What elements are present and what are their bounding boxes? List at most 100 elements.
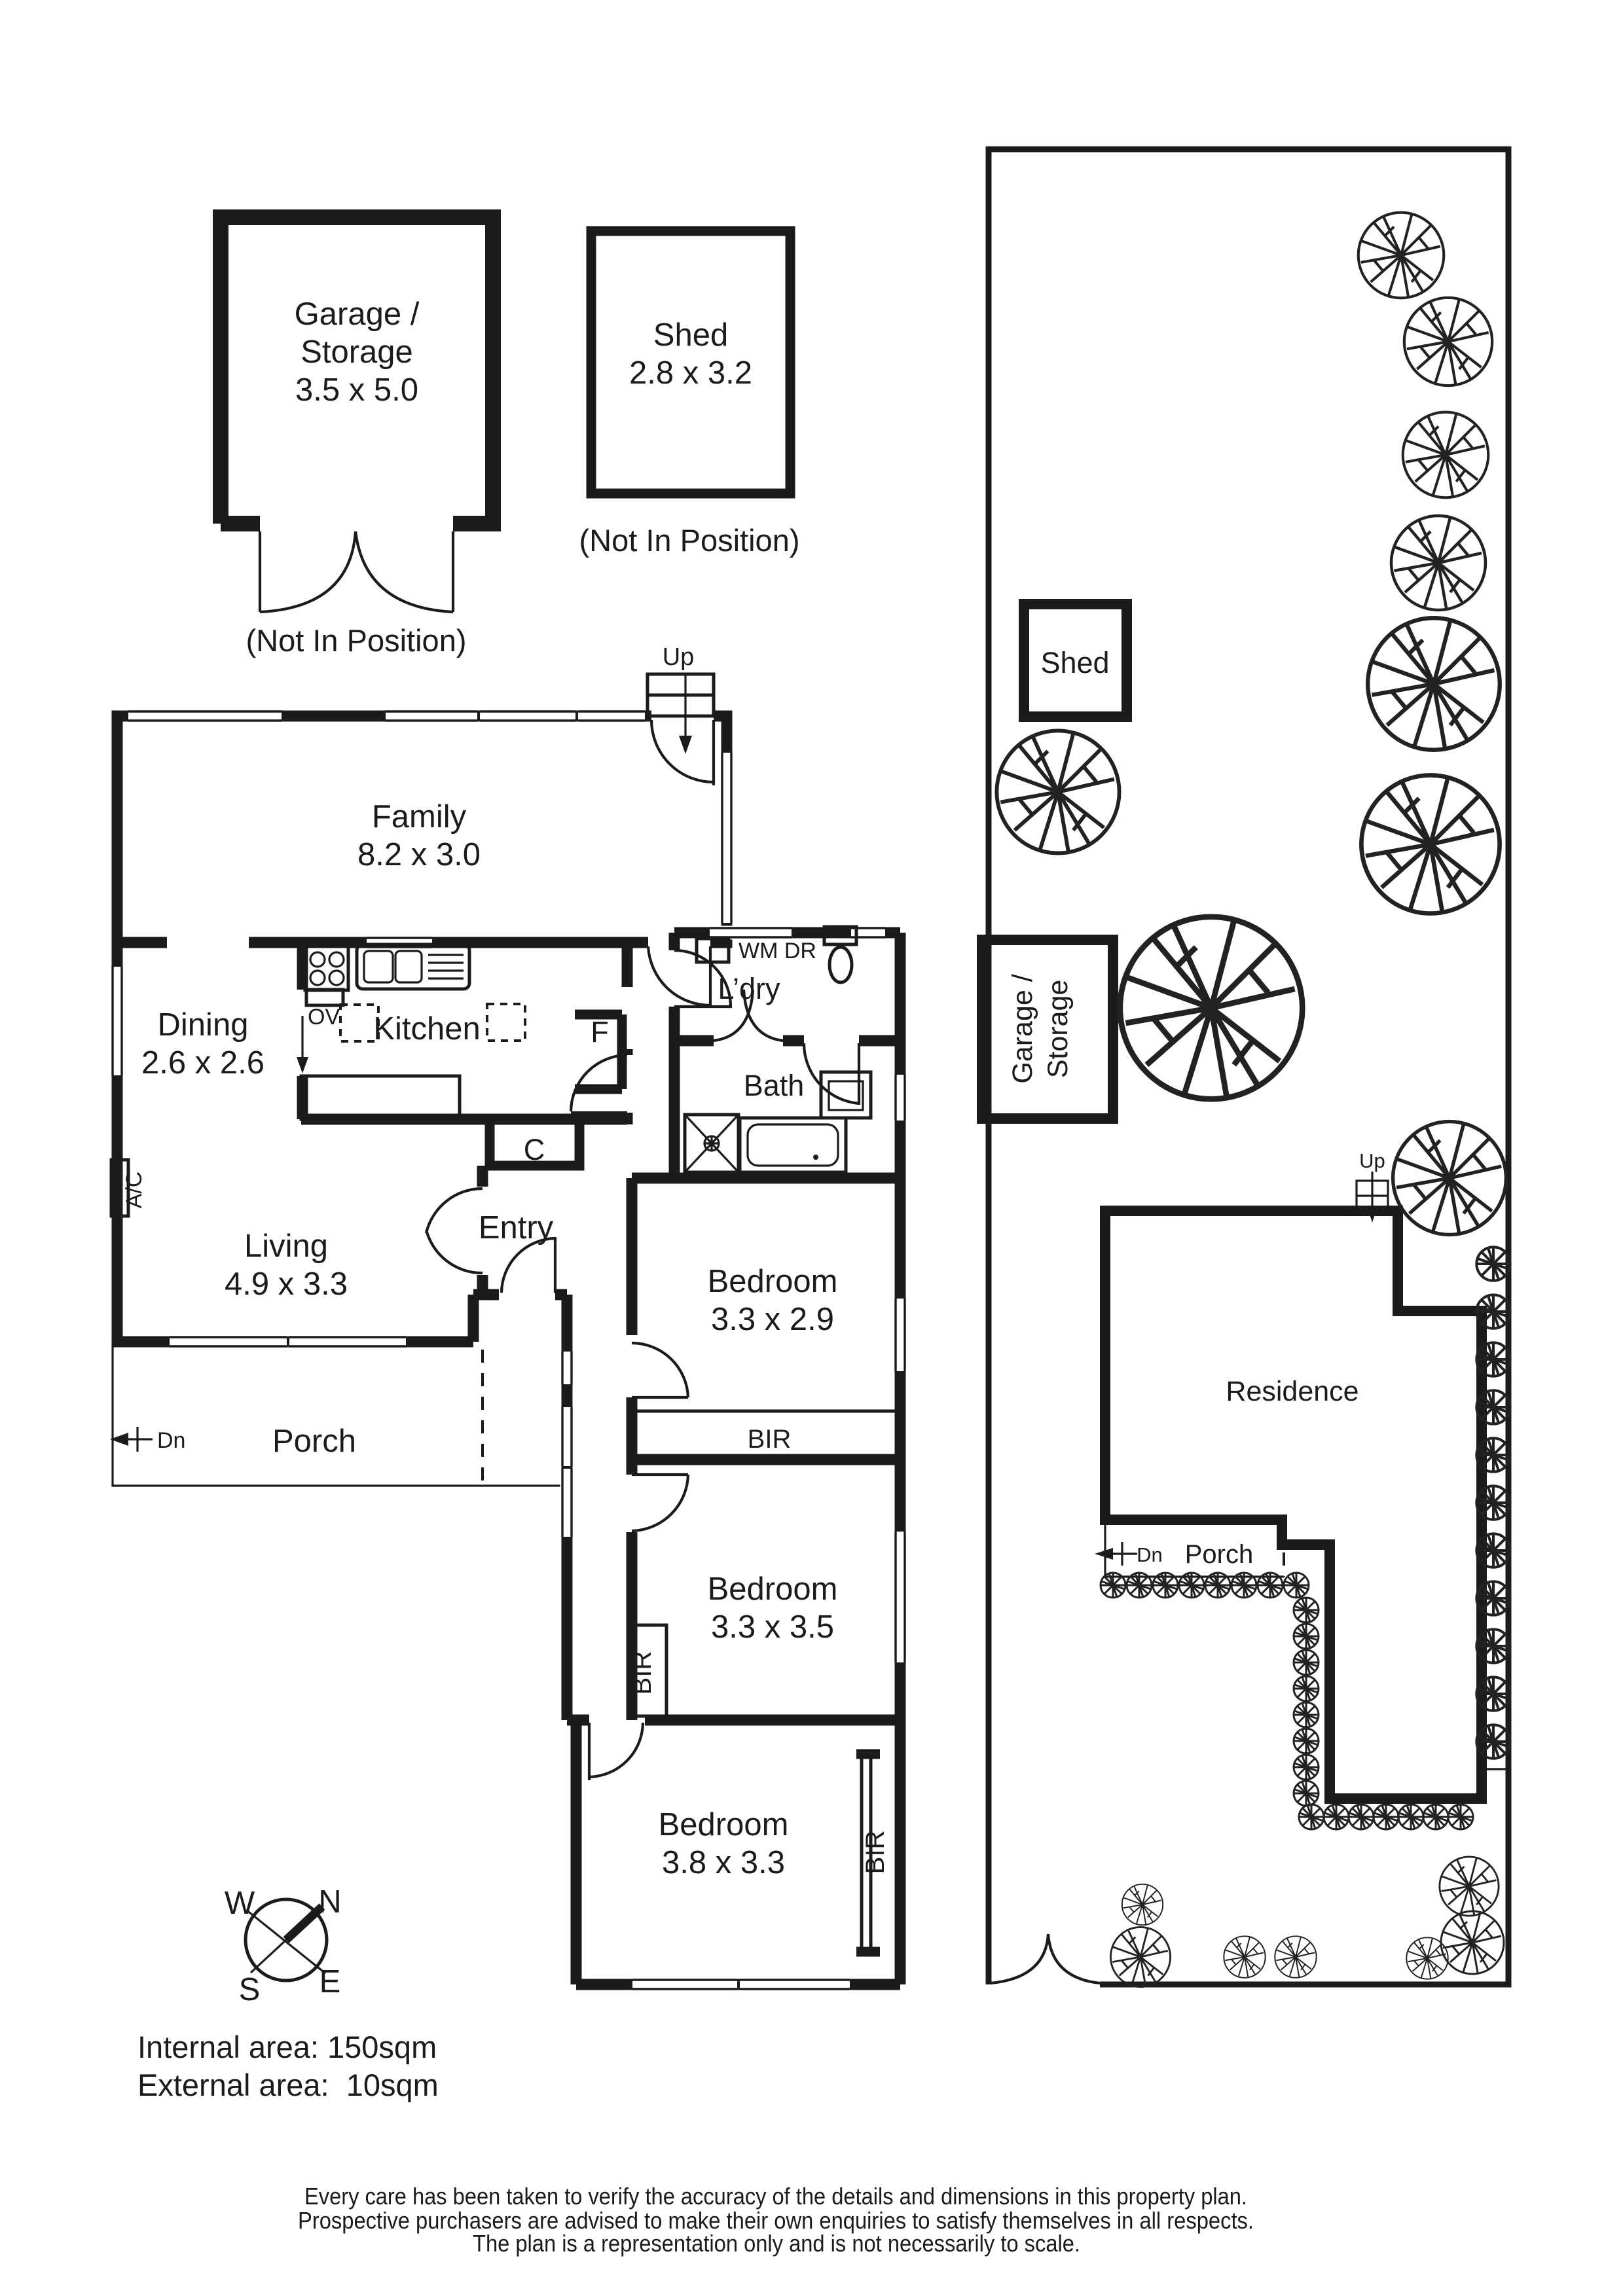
bed3-bir-label: BIR xyxy=(861,1831,890,1874)
fridge-label: F xyxy=(591,1015,609,1049)
bush-icon xyxy=(1476,1534,1510,1567)
tree-icon xyxy=(1368,618,1500,750)
kitchen-dashed-box-1 xyxy=(339,1003,380,1043)
site-porch-label: Porch xyxy=(1185,1540,1254,1569)
compass-w: W xyxy=(225,1886,255,1921)
bush-icon xyxy=(1476,1677,1510,1710)
bush-icon xyxy=(1476,1581,1510,1615)
bush-icon xyxy=(1292,1727,1320,1755)
bush-icon xyxy=(1125,1571,1153,1599)
bush-icon xyxy=(1322,1803,1350,1831)
tree-icon xyxy=(996,730,1119,853)
laundry-label: L’dry xyxy=(718,972,780,1005)
tree-icon xyxy=(1109,1926,1172,1988)
family-dims: 8.2 x 3.0 xyxy=(357,837,481,872)
porch-label: Porch xyxy=(272,1424,356,1459)
site-residence-outline xyxy=(1100,1206,1487,1804)
disclaimer-line-1: Every care has been taken to verify the … xyxy=(304,2183,1247,2210)
bathtub-icon xyxy=(738,1116,848,1174)
cupboard-label: C xyxy=(524,1133,545,1166)
bush-icon xyxy=(1230,1571,1258,1599)
living-label: Living xyxy=(244,1229,328,1264)
garage-label-2: Storage xyxy=(301,334,413,370)
garage-floorplan: Garage / Storage 3.5 x 5.0 (Not In Posit… xyxy=(213,209,501,658)
bush-icon xyxy=(1256,1571,1284,1599)
area-summary: Internal area: 150sqm External area: 10s… xyxy=(137,2030,439,2102)
site-residence-label: Residence xyxy=(1226,1376,1359,1407)
tree-icon xyxy=(1120,917,1302,1099)
tree-icon xyxy=(1438,1856,1500,1917)
site-garage-label-2: Storage xyxy=(1042,980,1074,1079)
vanity-icon xyxy=(819,1070,873,1120)
bed1-bir-label: BIR xyxy=(748,1425,792,1454)
disclaimer: Every care has been taken to verify the … xyxy=(298,2183,1254,2257)
stairs-icon xyxy=(646,672,716,754)
site-dn-label: Dn xyxy=(1137,1543,1163,1566)
tree-icon xyxy=(1274,1935,1317,1979)
aircon-label: A/C xyxy=(122,1172,147,1209)
disclaimer-line-2: Prospective purchasers are advised to ma… xyxy=(298,2207,1254,2234)
tree-icon xyxy=(1440,1910,1505,1975)
living-dims: 4.9 x 3.3 xyxy=(225,1266,348,1302)
shed-floorplan: Shed 2.8 x 3.2 (Not In Position) xyxy=(579,226,799,558)
dining-label: Dining xyxy=(158,1007,249,1043)
bed3-label: Bedroom xyxy=(659,1807,789,1842)
compass-icon: N W S E xyxy=(225,1884,342,2007)
bed1-dims: 3.3 x 2.9 xyxy=(711,1302,834,1337)
shed-label: Shed xyxy=(653,317,728,353)
internal-area-text: Internal area: 150sqm xyxy=(137,2030,437,2064)
compass-n: N xyxy=(318,1884,341,1920)
shed-dims: 2.8 x 3.2 xyxy=(629,355,752,391)
site-stairs-icon xyxy=(1355,1172,1389,1223)
bush-icon xyxy=(1292,1780,1320,1807)
tree-icon xyxy=(1121,1883,1164,1926)
toilet-icon xyxy=(822,925,858,984)
bush-icon xyxy=(1283,1571,1310,1599)
aircon-unit-icon xyxy=(109,1158,130,1218)
shower-icon xyxy=(683,1113,740,1174)
tree-icon xyxy=(1403,412,1489,498)
bush-icon xyxy=(1292,1596,1320,1624)
bush-icon xyxy=(1204,1571,1231,1599)
oven-label: OV xyxy=(308,1005,340,1030)
bush-icon xyxy=(1292,1675,1320,1702)
bush-icon xyxy=(1476,1247,1510,1280)
kitchen-label: Kitchen xyxy=(373,1011,480,1047)
washing-machine-icon xyxy=(695,937,731,964)
bush-icon xyxy=(1292,1649,1320,1676)
up-label: Up xyxy=(663,643,695,671)
kitchen-bench-icon xyxy=(299,1074,462,1121)
site-up-label: Up xyxy=(1359,1149,1385,1172)
bush-icon xyxy=(1292,1623,1320,1650)
site-shed xyxy=(1019,599,1132,722)
bush-icon xyxy=(1447,1803,1474,1831)
bush-icon xyxy=(1152,1571,1179,1599)
dining-dims: 2.6 x 2.6 xyxy=(141,1045,264,1081)
tree-icon xyxy=(1404,298,1492,386)
garage-dims: 3.5 x 5.0 xyxy=(295,372,418,408)
sink-icon xyxy=(355,942,471,991)
bath-label: Bath xyxy=(744,1069,805,1102)
oven-icon xyxy=(304,988,345,1007)
bed2-label: Bedroom xyxy=(708,1571,838,1607)
door-swings xyxy=(424,719,861,1780)
bush-icon xyxy=(1292,1701,1320,1729)
stove-icon xyxy=(303,944,350,992)
windows-horizontal xyxy=(128,709,885,1992)
porch-dn-label: Dn xyxy=(157,1428,185,1453)
tree-icon xyxy=(1359,213,1444,298)
bush-icon xyxy=(1298,1803,1325,1831)
entry-label: Entry xyxy=(479,1210,554,1246)
bush-icon xyxy=(1372,1803,1400,1831)
bush-icon xyxy=(1292,1753,1320,1781)
tree-icon xyxy=(1391,516,1486,610)
bed3-dims: 3.8 x 3.3 xyxy=(662,1845,785,1880)
kitchen-dashed-box-2 xyxy=(486,1003,526,1042)
site-garage xyxy=(977,935,1118,1124)
bush-icon xyxy=(1476,1486,1510,1519)
hedge-bushes xyxy=(1099,1247,1510,1831)
bush-icon xyxy=(1476,1390,1510,1424)
external-area-text: External area: 10sqm xyxy=(137,2068,439,2102)
disclaimer-line-3: The plan is a representation only and is… xyxy=(473,2230,1080,2257)
